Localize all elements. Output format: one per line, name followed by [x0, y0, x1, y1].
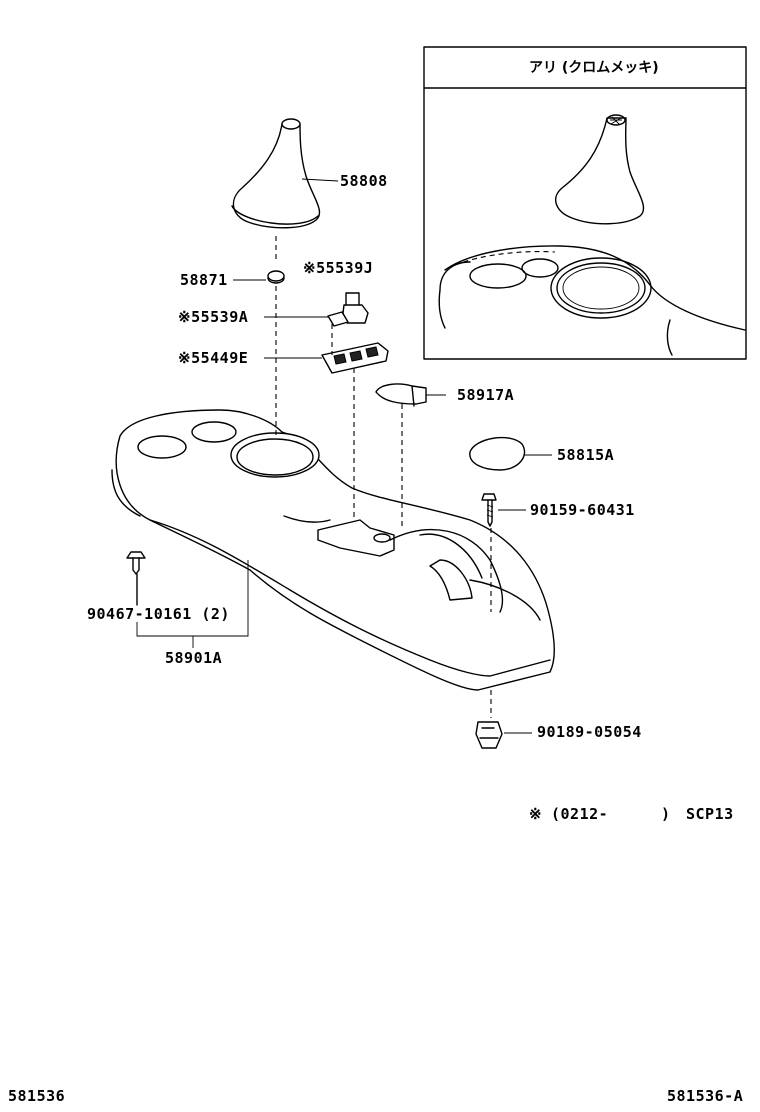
ring-58871 [233, 270, 285, 284]
cap-58815A [469, 436, 552, 471]
note-marker: ※ [529, 805, 543, 823]
cover-58917A [375, 383, 446, 407]
note-model: SCP13 [686, 805, 734, 823]
clip-90467 [126, 551, 146, 606]
label-58901A: 58901A [165, 649, 223, 667]
label-58808: 58808 [340, 172, 388, 190]
label-58917A: 58917A [457, 386, 515, 404]
note-range-end: ) [661, 805, 671, 823]
inset-chrome-variant [423, 46, 747, 360]
bezel-55449E [264, 342, 389, 374]
label-58815A: 58815A [557, 446, 615, 464]
label-90467: 90467-10161 (2) [87, 605, 230, 623]
screw-90159 [481, 493, 526, 527]
inset-title: アリ (クロムメッキ) [529, 60, 659, 76]
assembly-lines [275, 236, 492, 718]
clip-55539 [264, 292, 369, 327]
label-58871: 58871 [180, 271, 228, 289]
label-55539J: ※55539J [303, 259, 374, 277]
leader-58901A [136, 560, 249, 648]
footer-right: 581536-A [667, 1087, 744, 1105]
label-55449E: ※55449E [178, 349, 249, 367]
label-90159: 90159-60431 [530, 501, 635, 519]
console-58901A [111, 409, 555, 691]
shift-boot-58808 [231, 118, 339, 229]
fastener-90189 [475, 721, 532, 749]
label-90189: 90189-05054 [537, 723, 642, 741]
note-range: (0212- [551, 805, 609, 823]
label-55539A: ※55539A [178, 308, 249, 326]
footer-left: 581536 [8, 1087, 66, 1105]
